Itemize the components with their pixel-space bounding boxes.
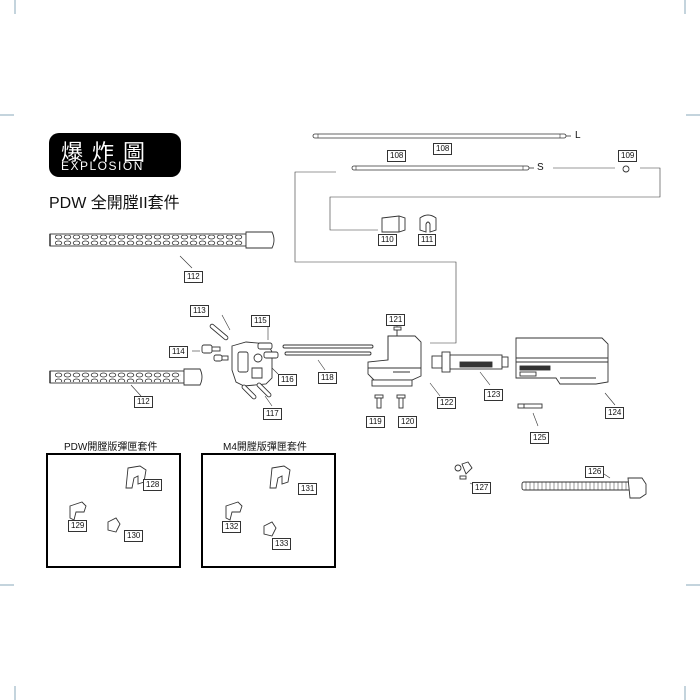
m4-kit-title: M4開膛版彈匣套件 (223, 442, 307, 453)
part-label: 117 (263, 408, 282, 420)
barrel-112-top (49, 231, 275, 249)
rod-108-long (312, 133, 571, 139)
screws-115 (257, 342, 279, 359)
part-label: 118 (318, 372, 337, 384)
explosion-badge: 爆炸圖 EXPLOSION (49, 133, 181, 177)
part-132-shape (225, 501, 243, 521)
part-label: 108 (433, 143, 453, 155)
badge-subtitle: EXPLOSION (61, 159, 144, 173)
receiver-122 (367, 335, 422, 387)
front-block-116 (231, 341, 273, 387)
part-label: 128 (143, 479, 163, 491)
part-128-shape (125, 465, 147, 489)
part-label: 113 (190, 305, 209, 317)
pin-113 (209, 323, 229, 341)
kit-title: PDW 全開膛II套件 (49, 195, 180, 212)
rod-short-letter: S (537, 162, 544, 173)
rod-long-letter: L (575, 130, 581, 141)
part-label: 124 (605, 407, 625, 419)
part-label: 133 (272, 538, 292, 550)
ring-109 (329, 165, 661, 231)
clip-111 (419, 214, 437, 233)
part-label: 115 (251, 315, 270, 327)
part-131-shape (269, 465, 291, 489)
screw-119 (374, 394, 384, 409)
screws-114 (201, 344, 229, 362)
part-label: 108 (387, 150, 407, 162)
part-label: 132 (222, 521, 242, 533)
part-label: 123 (484, 389, 504, 401)
rods-118 (282, 344, 374, 356)
part-label: 120 (398, 416, 418, 428)
plate-125 (517, 403, 543, 409)
m4-kit-box (201, 453, 336, 568)
pdw-kit-title: PDW開膛版彈匣套件 (64, 442, 158, 453)
part-label: 129 (68, 520, 88, 532)
part-label: 125 (530, 432, 550, 444)
part-label: 114 (169, 346, 188, 358)
upper-receiver-124 (515, 337, 609, 385)
part-label: 109 (618, 150, 638, 162)
pins-117 (241, 382, 272, 400)
badge-title: 爆炸圖 (61, 141, 155, 166)
rod-108-short (351, 165, 534, 171)
part-label: 112 (134, 396, 153, 408)
part-label: 116 (278, 374, 297, 386)
latch-127 (454, 461, 473, 480)
screw-120 (396, 394, 406, 409)
part-133-shape (263, 521, 277, 537)
part-label: 122 (437, 397, 457, 409)
part-130-shape (107, 517, 121, 533)
part-label: 130 (124, 530, 144, 542)
screw-121 (393, 326, 402, 336)
part-129-shape (69, 501, 87, 521)
part-label: 110 (378, 234, 397, 246)
part-label: 111 (418, 234, 437, 246)
leader-lines (130, 171, 616, 486)
part-label: 126 (585, 466, 605, 478)
barrel-112-bottom (49, 368, 203, 386)
pdw-kit-box (46, 453, 181, 568)
block-110 (381, 215, 406, 233)
part-label: 119 (366, 416, 385, 428)
part-label: 131 (298, 483, 318, 495)
bolt-123 (431, 351, 509, 373)
part-label: 121 (386, 314, 406, 326)
spring-126 (521, 477, 647, 499)
part-label: 127 (472, 482, 492, 494)
part-label: 112 (184, 271, 203, 283)
